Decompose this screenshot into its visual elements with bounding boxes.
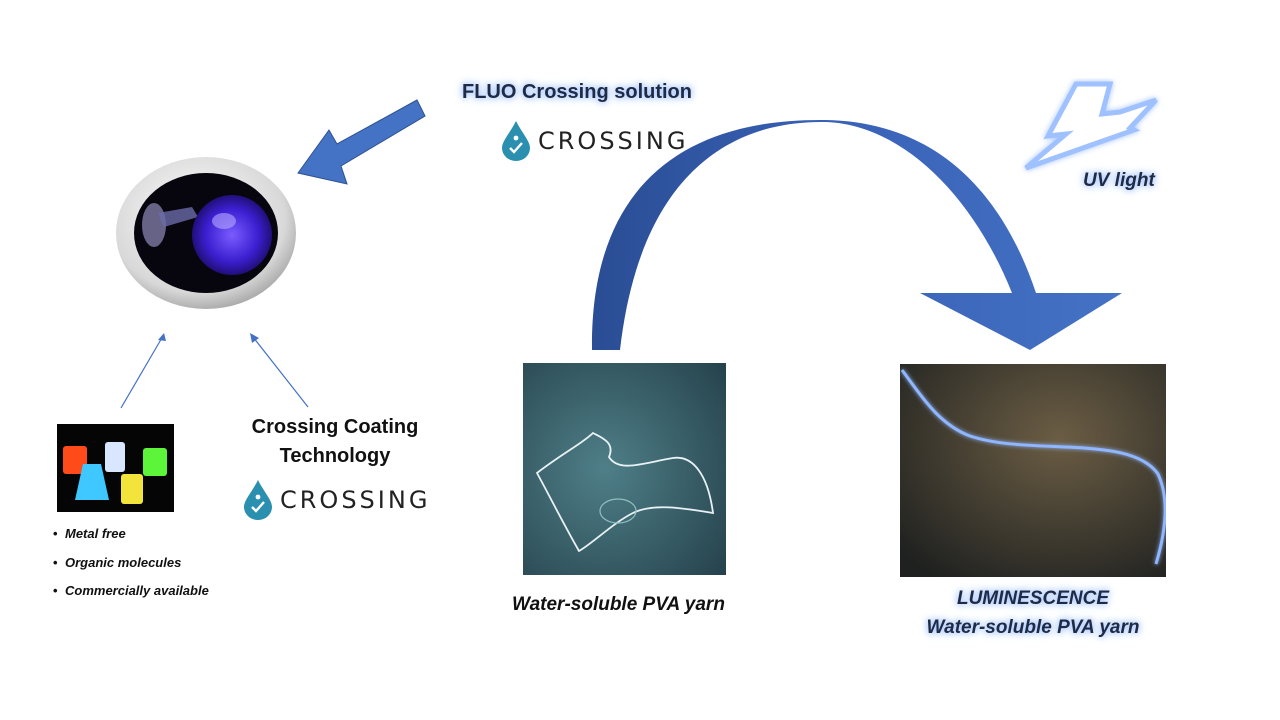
fluorescent-beakers-image [57,424,174,512]
flask-image [114,155,298,311]
luminescence-line-2: Water-soluble PVA yarn [926,617,1140,638]
coating-technology-label: Crossing Coating Technology [240,413,430,471]
uv-light-label: UV light [1083,170,1155,191]
luminescent-yarn-image [900,364,1166,577]
drop-hand-logo-icon [244,480,272,520]
crossing-brand-bottom: CROSSING [244,480,430,520]
lightning-icon [1024,81,1158,171]
solution-arrow [297,99,426,185]
brand-wordmark-top: CROSSING [538,127,689,155]
drop-hand-logo-icon [502,121,530,161]
luminescence-label: LUMINESCENCE Water-soluble PVA yarn [900,584,1166,642]
list-item: Metal free [53,526,253,555]
crossing-brand-top: CROSSING [502,121,688,161]
coating-line-2: Technology [279,445,391,467]
fluo-solution-title: FLUO Crossing solution [462,81,692,103]
properties-list: Metal free Organic molecules Commerciall… [53,526,253,612]
list-item: Commercially available [53,583,253,612]
pva-yarn-image [523,363,726,575]
brand-wordmark-bottom: CROSSING [280,486,431,514]
pva-yarn-label: Water-soluble PVA yarn [512,594,725,615]
coating-line-1: Crossing Coating [251,416,419,438]
list-item: Organic molecules [53,555,253,584]
luminescence-line-1: LUMINESCENCE [956,588,1109,609]
